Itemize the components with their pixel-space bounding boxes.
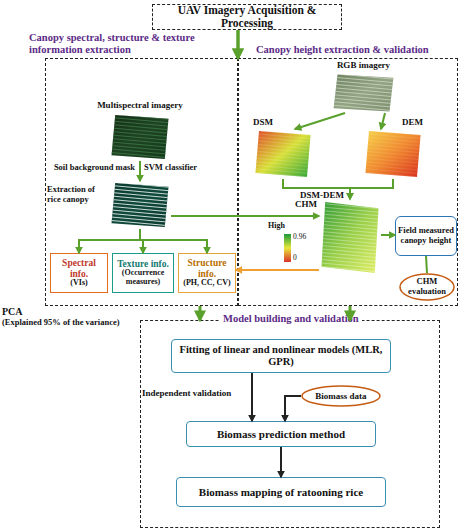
node-label: Biomass mapping of ratooning rice bbox=[199, 486, 363, 498]
image-panel: RGB imagery bbox=[331, 73, 396, 113]
process-box: Field measured canopy height bbox=[395, 216, 457, 256]
connector-arrow bbox=[280, 447, 282, 477]
annotation-label: High bbox=[268, 221, 285, 230]
connector-arrow bbox=[237, 30, 240, 58]
node-label: Biomass data bbox=[315, 391, 366, 401]
node-label: (Occurrence measures) bbox=[115, 269, 171, 287]
image-caption: Extraction of rice canopy bbox=[47, 185, 107, 204]
field-image bbox=[109, 181, 171, 229]
node-label: Field measured canopy height bbox=[398, 226, 454, 245]
annotation-label: SVM classifier bbox=[144, 163, 197, 173]
field-image bbox=[363, 129, 423, 179]
connector-arrow bbox=[381, 113, 385, 129]
field-image bbox=[109, 113, 171, 161]
section-panel: Canopy spectral, structure & texture inf… bbox=[45, 58, 238, 306]
node-label: Fitting of linear and nonlinear models (… bbox=[174, 344, 388, 368]
image-panel: DSM bbox=[253, 129, 313, 179]
image-caption: DSM bbox=[253, 117, 293, 127]
image-caption: CHM bbox=[289, 199, 317, 209]
colorbar bbox=[284, 234, 291, 262]
connector-arrow bbox=[79, 229, 140, 253]
connector-arrow bbox=[236, 269, 319, 271]
node-label: Structure info. bbox=[181, 258, 233, 279]
section-heading: Model building and validation bbox=[220, 313, 362, 325]
annotation-label: (Explained 95% of the variance) bbox=[2, 318, 120, 328]
field-image bbox=[319, 199, 381, 276]
info-box: Spectral info.(VIs) bbox=[50, 253, 108, 293]
annotation-label: Soil background mask bbox=[45, 163, 135, 173]
connector-arrow bbox=[285, 396, 301, 421]
section-heading: Canopy spectral, structure & texture inf… bbox=[29, 32, 199, 56]
section-panel: Model building and validationFitting of … bbox=[140, 320, 440, 528]
image-caption: RGB imagery bbox=[311, 60, 416, 70]
connector-arrow bbox=[295, 113, 345, 129]
connector-arrow bbox=[426, 256, 427, 273]
connector-arrow bbox=[251, 373, 253, 421]
ellipse-node: Biomass data bbox=[301, 385, 381, 407]
section-panel: Canopy height extraction & validationRGB… bbox=[238, 58, 458, 306]
info-box: Texture info.(Occurrence measures) bbox=[112, 253, 174, 293]
connector-arrow bbox=[140, 229, 207, 253]
connector-arrow bbox=[171, 215, 319, 217]
annotation-label: PCA bbox=[2, 306, 23, 318]
image-panel: DEM bbox=[363, 129, 423, 179]
image-panel: Extraction of rice canopy bbox=[109, 181, 171, 229]
connector-arrow bbox=[199, 306, 202, 320]
info-box: Structure info.(PH, CC, CV) bbox=[178, 253, 236, 293]
annotation-label: 0.96 bbox=[293, 233, 306, 242]
node-label: UAV Imagery Acquisition & Processing bbox=[155, 4, 339, 30]
connector-arrow bbox=[237, 30, 240, 58]
process-box: Biomass mapping of ratooning rice bbox=[176, 477, 386, 507]
ellipse-node: CHM evaluation bbox=[399, 273, 455, 301]
connector-arrow bbox=[381, 234, 395, 236]
image-panel: Multispectral imagery bbox=[109, 113, 171, 161]
image-caption: Multispectral imagery bbox=[79, 100, 201, 110]
node-label: Biomass prediction method bbox=[217, 428, 345, 440]
connector-arrow bbox=[140, 229, 143, 253]
process-box: Biomass prediction method bbox=[186, 421, 376, 447]
image-panel: CHM bbox=[319, 199, 381, 276]
node-label: (PH, CC, CV) bbox=[183, 279, 231, 288]
node-label: Spectral info. bbox=[53, 258, 105, 279]
connector-arrow bbox=[350, 179, 393, 199]
process-box: UAV Imagery Acquisition & Processing bbox=[152, 4, 342, 30]
connector-arrow bbox=[139, 161, 141, 181]
field-image bbox=[331, 73, 396, 113]
process-box: Fitting of linear and nonlinear models (… bbox=[171, 339, 391, 373]
annotation-label: 0 bbox=[293, 254, 297, 263]
image-caption: DEM bbox=[383, 117, 423, 127]
section-heading: Canopy height extraction & validation bbox=[256, 44, 459, 56]
node-label: (VIs) bbox=[70, 279, 87, 288]
node-label: CHM evaluation bbox=[401, 277, 453, 296]
node-label: Texture info. bbox=[117, 259, 169, 270]
edge-label: DSM-DEM bbox=[300, 190, 344, 200]
field-image bbox=[253, 129, 313, 179]
edge-label: Independent validation bbox=[142, 388, 231, 398]
